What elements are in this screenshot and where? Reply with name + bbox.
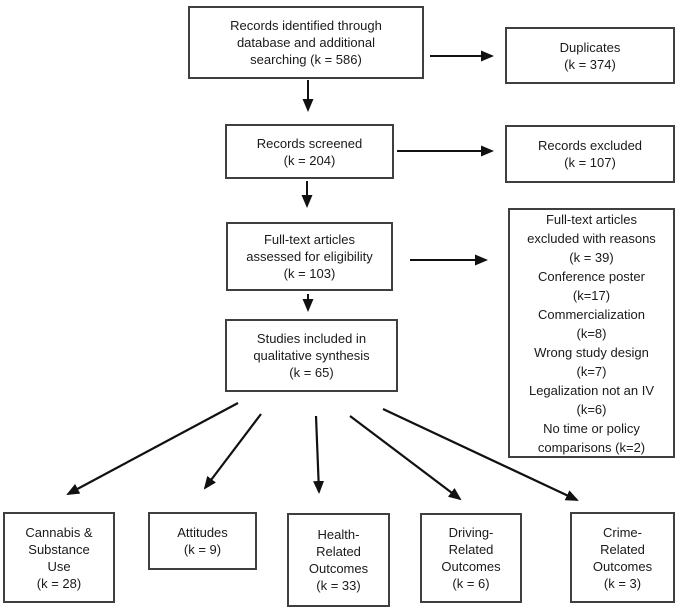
box-cannabis-substance-use: Cannabis & Substance Use (k = 28) (3, 512, 115, 603)
box-records-identified: Records identified through database and … (188, 6, 424, 79)
box-duplicates: Duplicates (k = 374) (505, 27, 675, 84)
arrow-studies-to-attitudes (203, 413, 262, 490)
box-fulltext-assessed: Full-text articles assessed for eligibil… (226, 222, 393, 291)
box-records-excluded: Records excluded (k = 107) (505, 125, 675, 183)
box-records-screened: Records screened (k = 204) (225, 124, 394, 179)
arrow-studies-to-health (313, 415, 325, 494)
box-fulltext-excluded-reasons: Full-text articles excluded with reasons… (508, 208, 675, 458)
box-attitudes: Attitudes (k = 9) (148, 512, 257, 570)
box-driving-related-outcomes: Driving- Related Outcomes (k = 6) (420, 513, 522, 603)
arrow-studies-to-cannabis (66, 402, 239, 495)
arrow-studies-to-driving (349, 415, 462, 501)
box-crime-related-outcomes: Crime- Related Outcomes (k = 3) (570, 512, 675, 603)
box-health-related-outcomes: Health- Related Outcomes (k = 33) (287, 513, 390, 607)
box-studies-included: Studies included in qualitative synthesi… (225, 319, 398, 392)
